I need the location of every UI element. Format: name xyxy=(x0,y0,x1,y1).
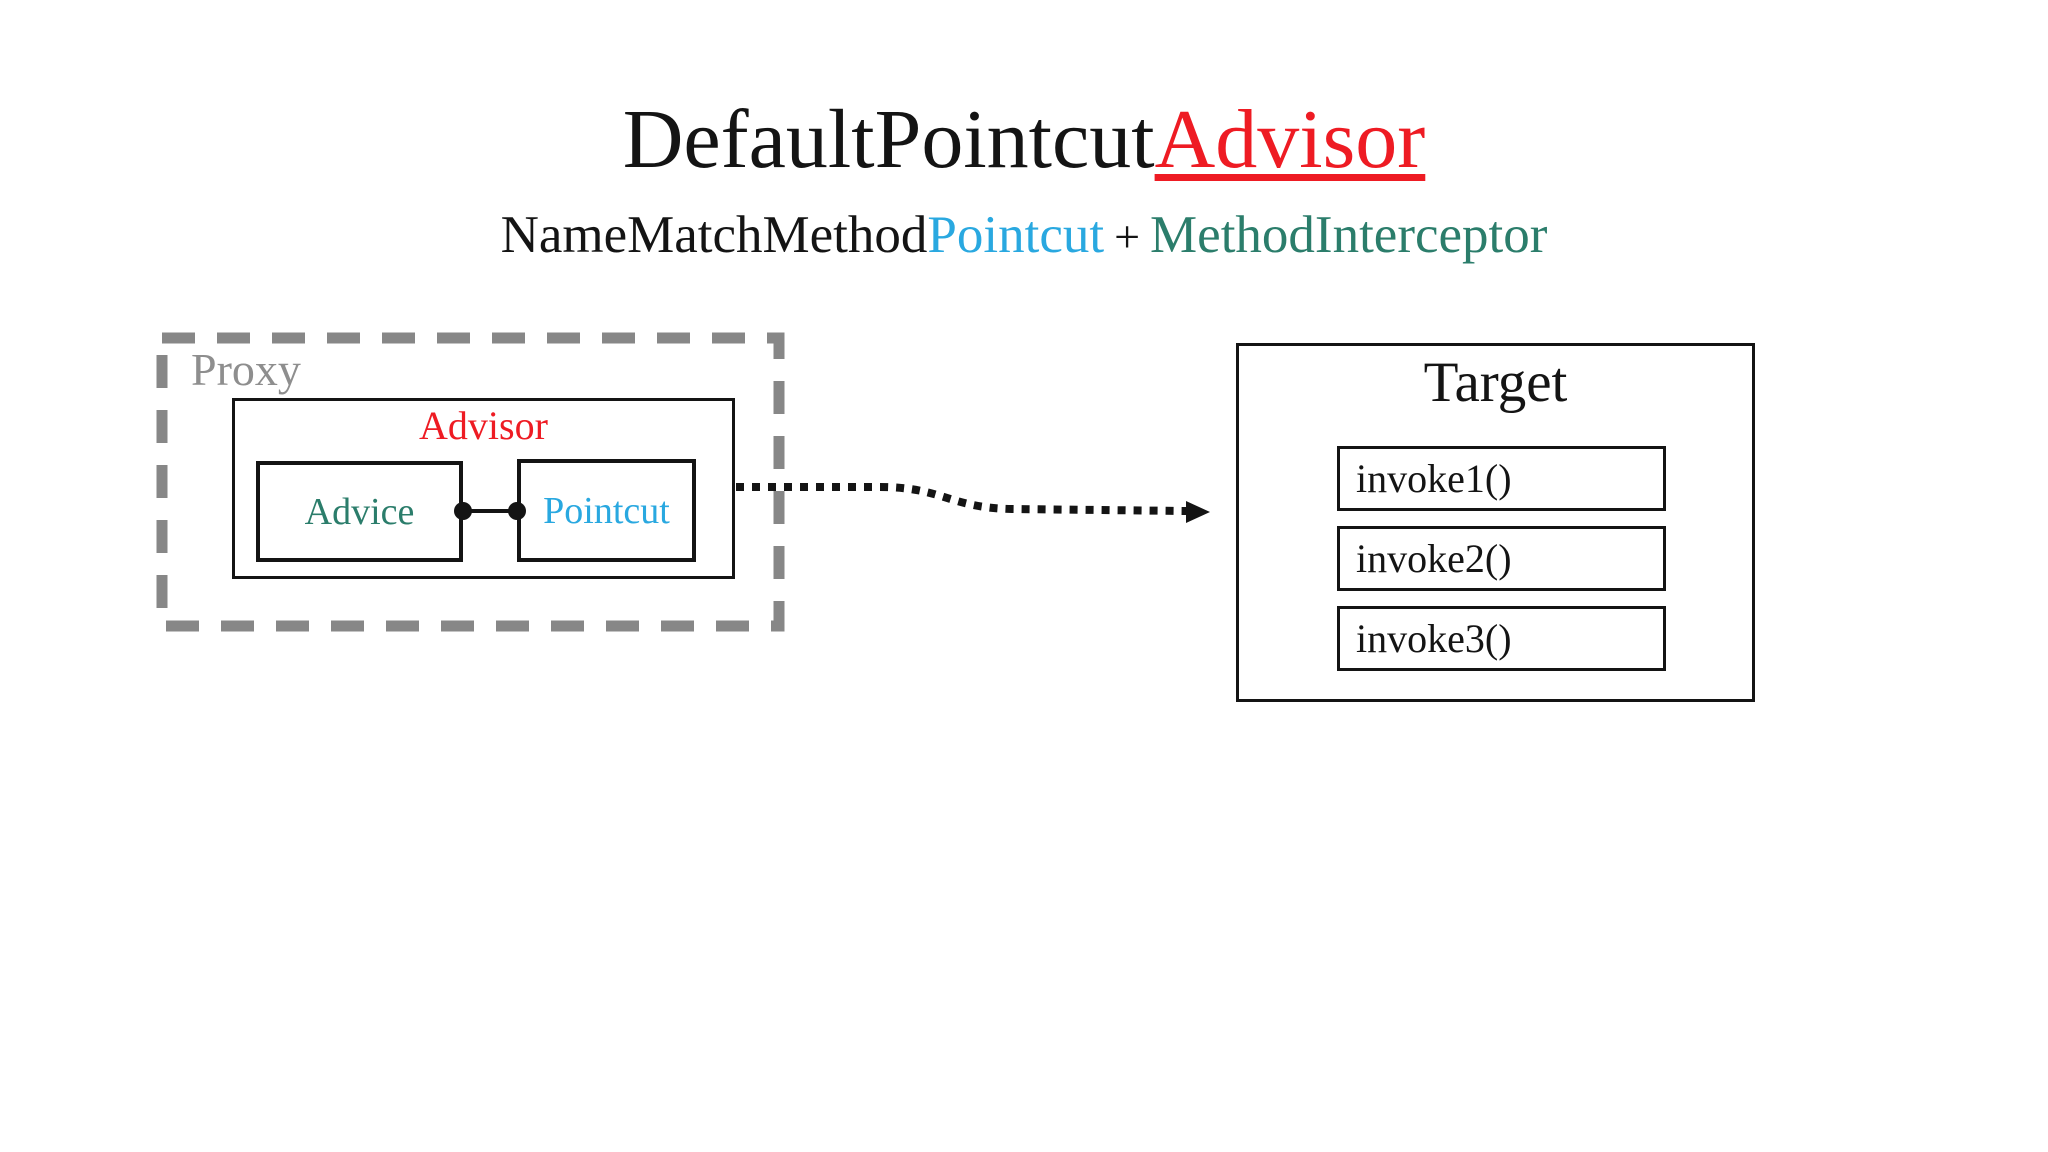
pointcut-label: Pointcut xyxy=(543,489,670,532)
title-prefix: DefaultPointcut xyxy=(622,93,1155,186)
advisor-box: Advisor Advice Pointcut xyxy=(232,398,735,579)
subtitle-interceptor-part: MethodInterceptor xyxy=(1150,206,1548,264)
advisor-label: Advisor xyxy=(419,403,548,448)
target-label: Target xyxy=(1423,351,1568,414)
title-highlight-underlined: Advisor xyxy=(1154,93,1426,186)
advice-box: Advice xyxy=(256,461,463,562)
page-title: DefaultPointcutAdvisor xyxy=(0,93,2048,186)
subtitle-pointcut-part: Pointcut xyxy=(927,206,1105,264)
page-subtitle: NameMatchMethodPointcut+MethodIntercepto… xyxy=(0,204,2048,268)
advice-label: Advice xyxy=(304,490,415,533)
method-box-invoke3: invoke3() xyxy=(1337,606,1666,671)
method-label: invoke3() xyxy=(1356,616,1512,661)
flow-arrow-line xyxy=(736,483,1188,515)
method-label: invoke2() xyxy=(1356,536,1512,581)
subtitle-black-part: NameMatchMethod xyxy=(500,206,928,264)
proxy-container: Proxy Advisor Advice Pointcut xyxy=(157,333,784,631)
proxy-label: Proxy xyxy=(191,344,301,395)
flow-arrow-head-icon xyxy=(1186,501,1210,523)
method-label: invoke1() xyxy=(1356,456,1512,501)
method-box-invoke2: invoke2() xyxy=(1337,526,1666,591)
pointcut-box: Pointcut xyxy=(517,459,696,562)
method-box-invoke1: invoke1() xyxy=(1337,446,1666,511)
target-box: Target invoke1() invoke2() invoke3() xyxy=(1236,343,1755,702)
subtitle-plus-sign: + xyxy=(1114,211,1141,262)
